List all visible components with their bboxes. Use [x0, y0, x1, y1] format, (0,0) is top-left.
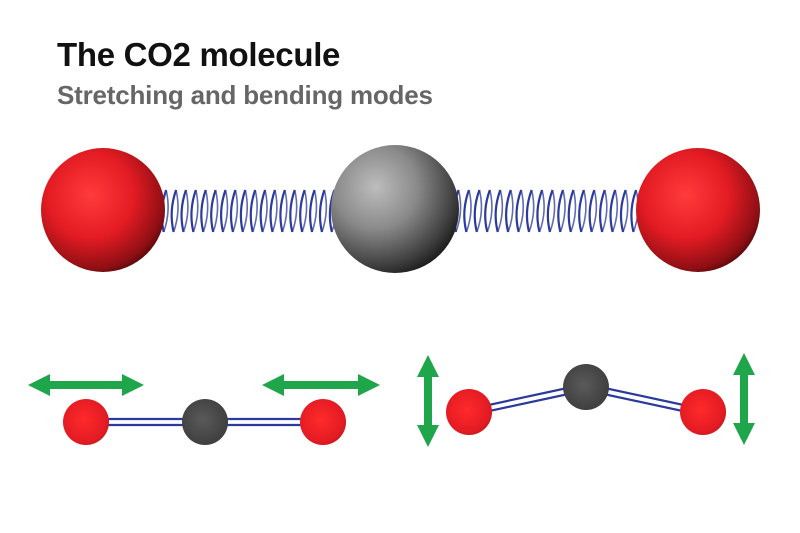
double-arrow-vertical-icon — [733, 353, 755, 445]
page-subtitle: Stretching and bending modes — [57, 80, 433, 110]
stretch-oxygen-left — [63, 399, 109, 445]
page-title: The CO2 molecule — [57, 36, 341, 73]
oxygen-atom-right — [636, 148, 760, 272]
double-arrow-horizontal-icon — [28, 374, 144, 396]
double-arrow-vertical-icon — [417, 355, 439, 447]
stretching-mode — [28, 374, 380, 445]
bend-oxygen-right — [680, 389, 726, 435]
spring-left — [160, 189, 338, 233]
bend-oxygen-left — [446, 389, 492, 435]
oxygen-atom-left — [41, 148, 165, 272]
bending-mode — [417, 353, 755, 447]
double-arrow-horizontal-icon — [262, 374, 380, 396]
stretch-oxygen-right — [300, 399, 346, 445]
spring-right — [452, 189, 639, 233]
stretch-carbon — [182, 399, 228, 445]
carbon-atom — [331, 145, 459, 273]
bend-carbon — [563, 364, 609, 410]
